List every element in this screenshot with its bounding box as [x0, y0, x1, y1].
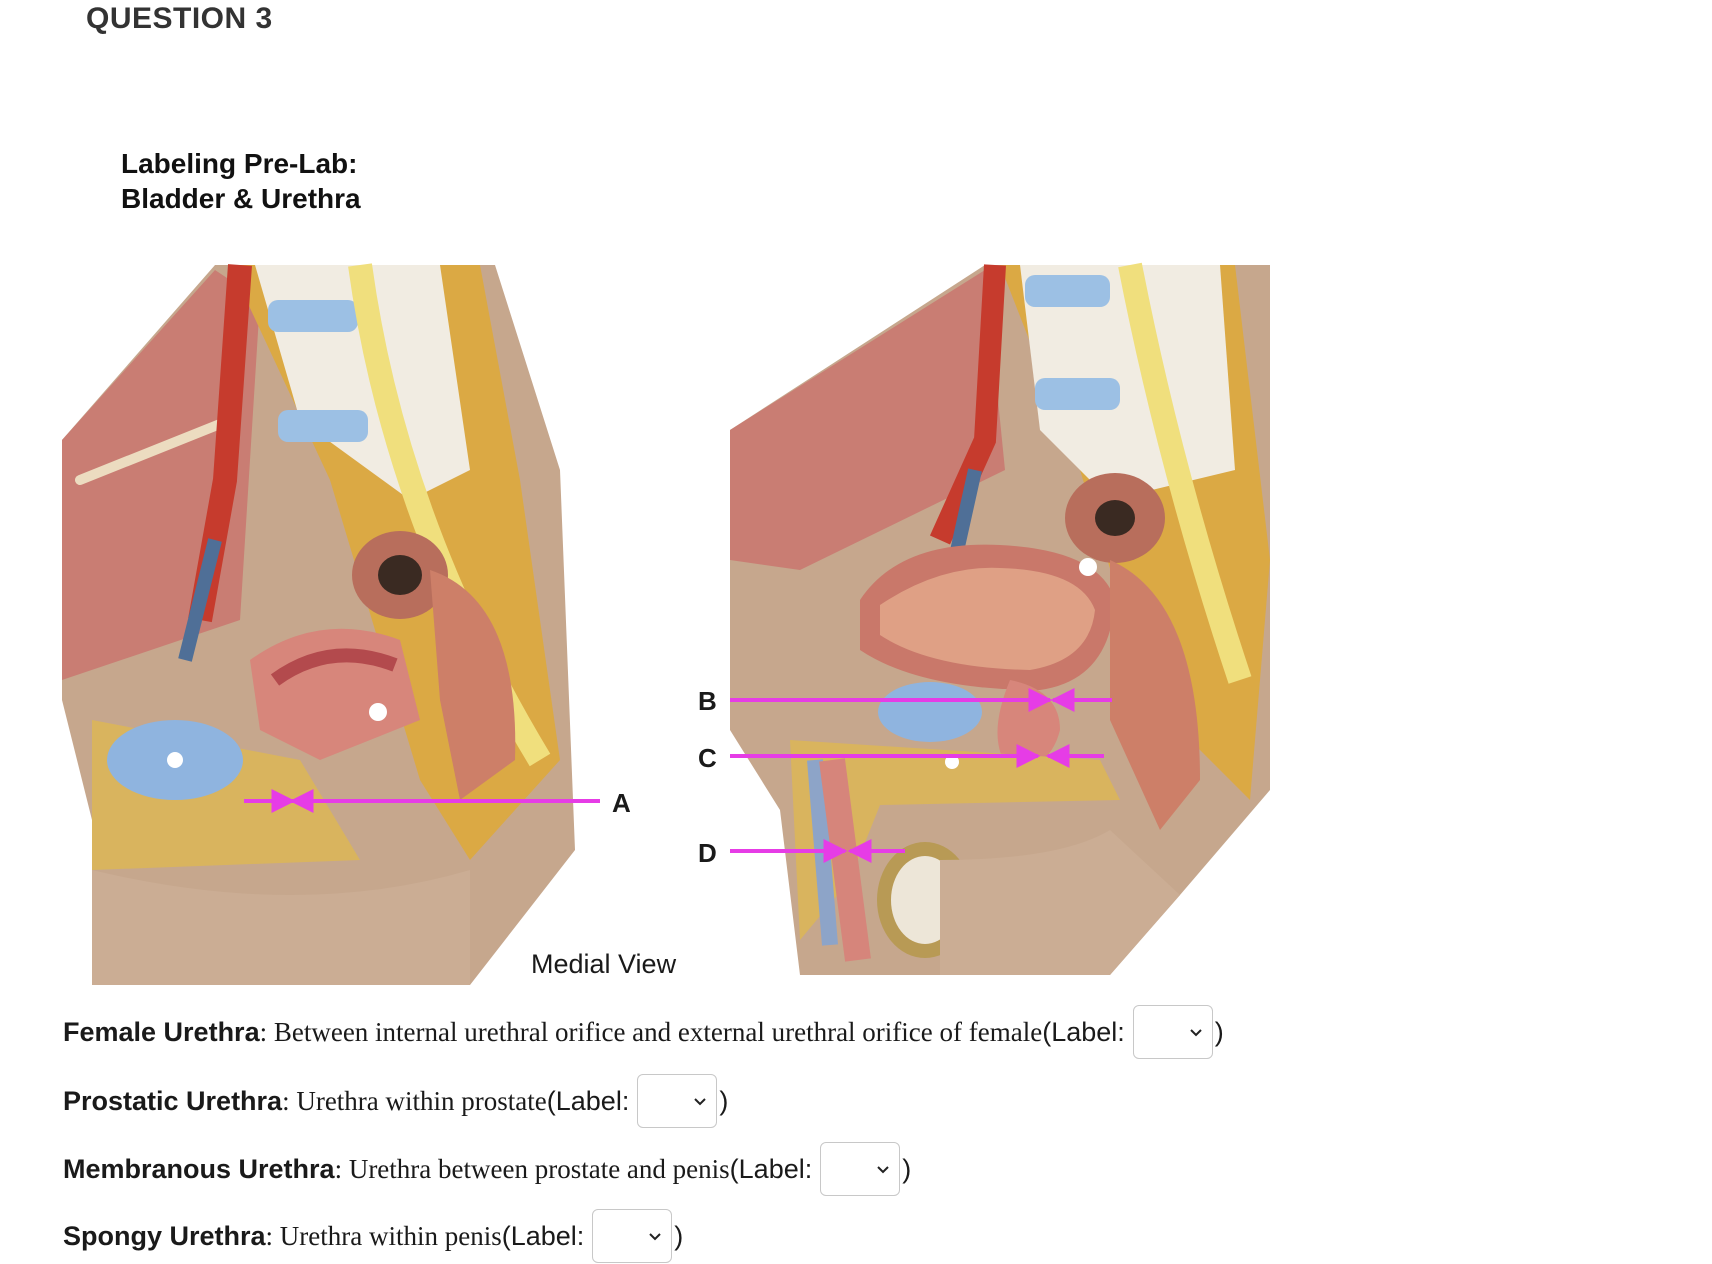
membranous-urethra-label-select[interactable] [820, 1142, 901, 1196]
item-term: Spongy Urethra [63, 1220, 266, 1251]
label-d: D [698, 838, 717, 868]
figure-title: Labeling Pre-Lab: Bladder & Urethra [121, 146, 361, 216]
item-term: Female Urethra [63, 1016, 260, 1047]
male-pelvis-model [730, 262, 1270, 975]
pointer-arrows [244, 688, 1112, 863]
item-description: : Urethra within penis [265, 1220, 502, 1251]
female-urethra-label-select[interactable] [1132, 1005, 1213, 1059]
item-membranous-urethra: Membranous Urethra: Urethra between pros… [63, 1141, 911, 1197]
anatomy-figure: A B C D Medial View [62, 262, 1270, 985]
item-female-urethra: Female Urethra: Between internal urethra… [63, 1004, 1224, 1060]
spongy-urethra-label-select[interactable] [592, 1209, 673, 1263]
item-term: Membranous Urethra [63, 1153, 335, 1184]
item-description: : Urethra between prostate and penis [334, 1153, 730, 1184]
item-label-text: (Label: [501, 1220, 585, 1251]
label-c: C [698, 743, 717, 773]
item-close-paren: ) [719, 1085, 729, 1116]
item-description: : Between internal urethral orifice and … [259, 1016, 1043, 1047]
question-title: QUESTION 3 [86, 2, 273, 35]
label-b: B [698, 686, 717, 716]
figure-caption: Medial View [531, 949, 677, 979]
item-description: : Urethra within prostate [282, 1085, 547, 1116]
item-close-paren: ) [674, 1220, 684, 1251]
item-label-text: (Label: [729, 1153, 813, 1184]
prostatic-urethra-label-select[interactable] [637, 1074, 718, 1128]
item-label-text: (Label: [1042, 1016, 1125, 1047]
item-term: Prostatic Urethra [63, 1085, 283, 1116]
item-spongy-urethra: Spongy Urethra: Urethra within penis (La… [63, 1208, 683, 1264]
chevron-down-icon [649, 1233, 662, 1241]
item-close-paren: ) [1214, 1016, 1224, 1047]
figure-title-line-2: Bladder & Urethra [121, 183, 361, 214]
chevron-down-icon [694, 1098, 707, 1106]
item-label-text: (Label: [546, 1085, 630, 1116]
chevron-down-icon [877, 1166, 889, 1174]
figure-title-line-1: Labeling Pre-Lab: [121, 148, 358, 179]
item-close-paren: ) [902, 1153, 912, 1184]
item-prostatic-urethra: Prostatic Urethra: Urethra within prosta… [63, 1073, 728, 1129]
chevron-down-icon [1190, 1029, 1202, 1037]
female-pelvis-model [62, 263, 575, 985]
label-a: A [612, 788, 631, 818]
